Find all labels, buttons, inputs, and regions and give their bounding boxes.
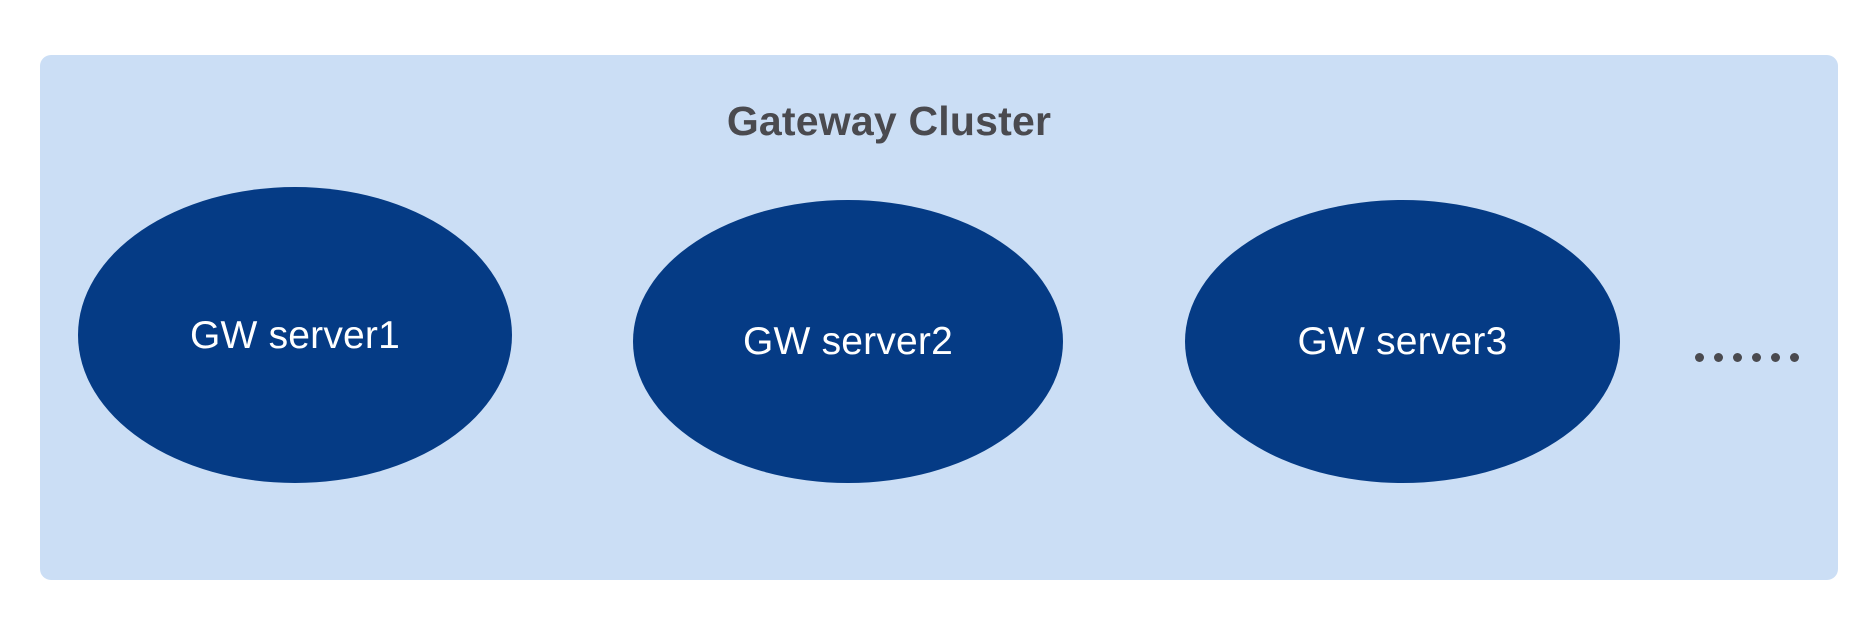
ellipsis-indicator: [1695, 350, 1799, 364]
gw-server-node-1-label: GW server1: [189, 313, 401, 357]
gw-server-node-3-label: GW server3: [1297, 320, 1508, 363]
gw-server-node-1[interactable]: GW server1: [78, 187, 512, 483]
cluster-title: Gateway Cluster: [726, 98, 1052, 144]
ellipsis-dot-1: [1695, 352, 1704, 362]
gw-server-node-2[interactable]: GW server2: [633, 200, 1063, 483]
ellipsis-dot-6: [1790, 352, 1799, 362]
gw-server-node-3[interactable]: GW server3: [1185, 200, 1620, 483]
ellipsis-dot-2: [1714, 352, 1723, 362]
gateway-cluster-panel: Gateway Cluster GW server1 GW server2 GW…: [40, 55, 1838, 580]
ellipsis-dot-4: [1752, 352, 1761, 362]
ellipsis-dot-3: [1733, 352, 1742, 362]
gw-server-node-2-label: GW server2: [742, 320, 954, 363]
ellipsis-dot-5: [1771, 352, 1780, 362]
